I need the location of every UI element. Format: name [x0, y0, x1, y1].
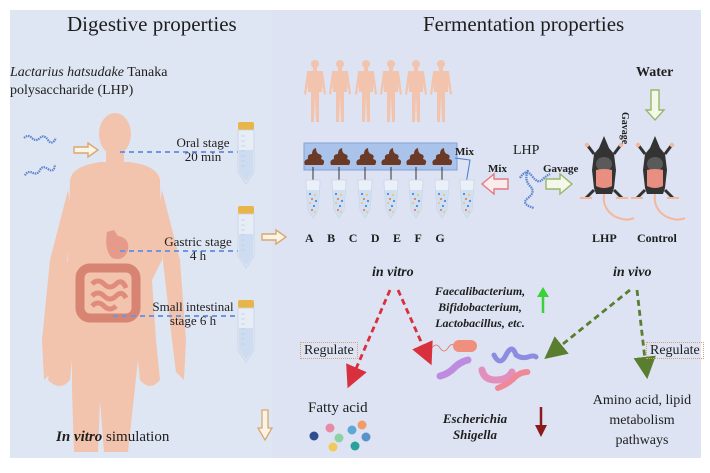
fatty-acid-dot	[334, 433, 344, 443]
metabolism-line: metabolism	[609, 413, 675, 428]
bacteria-name: Shigella	[452, 427, 498, 442]
bacteria-name: Bifidobacterium,	[438, 300, 522, 314]
mouse-label-lhp: LHP	[592, 231, 617, 245]
fatty-acid-dot	[357, 420, 367, 430]
decrease-arrow-icon	[535, 407, 547, 437]
increased-bacteria-list: Faecalibacterium, Bifidobacterium, Lacto…	[420, 283, 540, 331]
lhp-full-name-line2: polysaccharide (LHP)	[10, 83, 134, 98]
bacteria-name: Faecalibacterium,	[434, 284, 526, 298]
tube-label: F	[414, 231, 436, 245]
gut-bacteria-cluster	[431, 340, 539, 391]
mouse-label-control: Control	[637, 231, 677, 245]
bacteria-name: Lactobacillus, etc.	[435, 316, 525, 330]
fatty-acid-dot	[350, 441, 360, 451]
fermentation-properties-title: Fermentation properties	[423, 12, 625, 36]
stage-name: Oral stage	[176, 135, 230, 150]
in-vivo-label: in vivo	[613, 265, 652, 280]
mouse-control-icon	[629, 134, 687, 222]
hollow-arrow-icon	[73, 142, 99, 158]
human-body-illustration	[42, 113, 186, 452]
in-vitro-simulation-label: In vitro simulation	[56, 429, 169, 446]
fatty-acid-label: Fatty acid	[308, 400, 368, 416]
metabolism-line: pathways	[615, 433, 669, 448]
tube-label: D	[370, 231, 394, 245]
stage-duration: 4 h	[189, 248, 207, 264]
fecal-sample-tray	[303, 142, 458, 171]
stage-dash-lines	[113, 151, 240, 317]
gavage-arrow-icon	[545, 172, 574, 196]
lhp-label-center: LHP	[513, 143, 540, 158]
tube-label: G	[435, 231, 459, 245]
mix-pointer-arrow	[454, 157, 471, 187]
water-gavage-arrow-icon	[644, 89, 666, 122]
decreased-bacteria-list: Escherichia Shigella	[430, 411, 520, 443]
species-name: Lactarius hatsudake	[10, 65, 124, 80]
lhp-polysaccharide-icon	[22, 134, 58, 181]
stage-name: Gastric stage	[164, 234, 232, 249]
fatty-acid-dot	[361, 432, 371, 442]
mix-arrow-icon	[480, 172, 509, 196]
stage-duration: 20 min	[184, 149, 222, 165]
fatty-acid-dots	[309, 420, 371, 452]
increase-arrow-icon	[537, 287, 549, 313]
bacteria-name: Escherichia	[442, 411, 508, 426]
culture-tubes	[305, 179, 475, 219]
metabolism-line: Amino acid, lipid	[592, 393, 692, 408]
fatty-acid-dot	[325, 423, 335, 433]
water-label: Water	[636, 65, 674, 80]
tube-label: A	[305, 231, 328, 245]
regulate-box-left: Regulate	[300, 342, 358, 360]
stage-duration: stage 6 h	[169, 313, 217, 329]
mix-label-top: Mix	[455, 146, 474, 158]
in-vitro-label: in vitro	[372, 265, 414, 280]
mouse-lhp-icon	[578, 134, 636, 222]
tube-label: C	[348, 231, 371, 245]
regulate-box-right: Regulate	[646, 342, 704, 360]
tube-label: B	[327, 231, 349, 245]
in-vivo-arrows	[544, 288, 656, 380]
small-intestine-icon	[90, 278, 129, 312]
large-intestine-icon	[75, 263, 141, 323]
tube-labels: ABCDEFG	[305, 231, 459, 245]
gavage-label: Gavage	[543, 163, 579, 175]
metabolism-pathways-label: Amino acid, lipid metabolism pathways	[583, 391, 701, 451]
digestive-properties-title: Digestive properties	[67, 12, 237, 36]
fatty-acid-dot	[347, 425, 357, 435]
lhp-fiber-center-icon	[519, 169, 551, 210]
down-hollow-arrow-icon	[256, 409, 274, 442]
donor-people-row	[304, 60, 452, 122]
in-vitro-arrows	[346, 289, 433, 389]
to-fermentation-arrow-icon	[261, 229, 287, 245]
fatty-acid-dot	[309, 431, 319, 441]
stage-name: Small intestinal	[152, 299, 234, 314]
in-vitro-emphasis: In vitro	[56, 429, 103, 445]
mix-label-arrow: Mix	[488, 163, 507, 175]
simulation-word: simulation	[102, 429, 170, 445]
lhp-full-name-line1: Lactarius hatsudake Tanaka	[10, 65, 167, 80]
tube-label: E	[393, 231, 415, 245]
gavage-vertical-label: Gavage	[619, 112, 630, 145]
species-suffix: Tanaka	[123, 65, 168, 80]
fatty-acid-dot	[328, 442, 338, 452]
